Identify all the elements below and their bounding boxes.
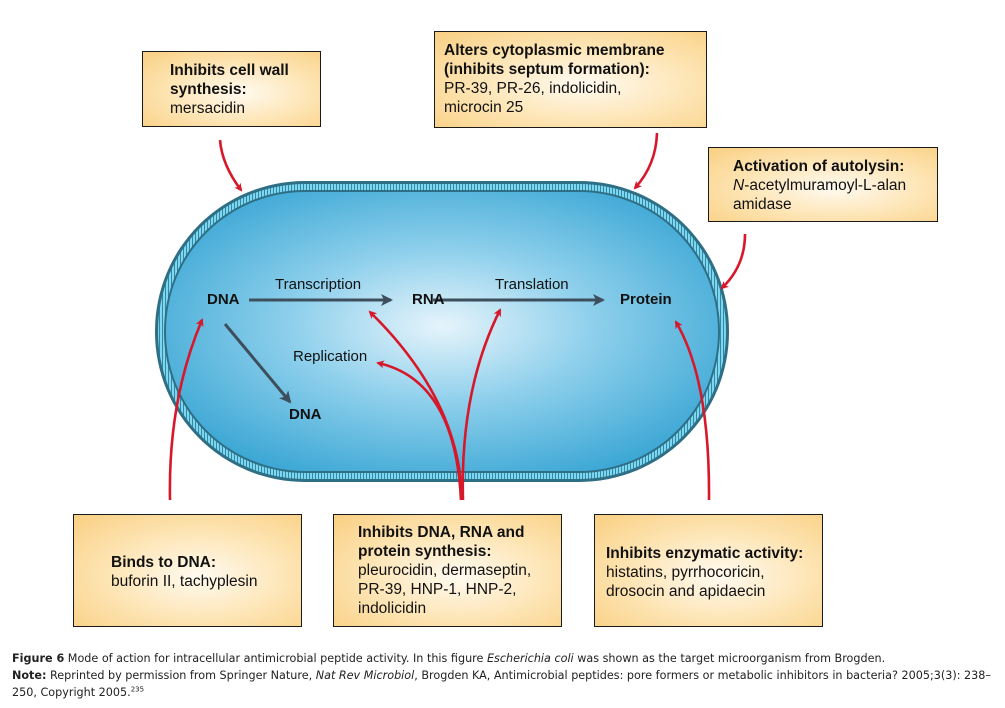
box-autolysin: Activation of autolysin: N-acetylmuramoy… bbox=[708, 147, 938, 222]
figure-label: Figure 6 bbox=[12, 652, 65, 665]
box-cell-wall-title-2: synthesis: bbox=[170, 81, 247, 98]
label-transcription: Transcription bbox=[275, 276, 362, 293]
box-synthesis-title-2: protein synthesis: bbox=[358, 543, 492, 560]
caption-line: Figure 6 Mode of action for intracellula… bbox=[12, 650, 997, 667]
caption-text-2: was shown as the target microorganism fr… bbox=[573, 652, 886, 665]
box-synthesis-title-1: Inhibits DNA, RNA and bbox=[358, 524, 525, 541]
box-cytoplasmic-membrane: Alters cytoplasmic membrane (inhibits se… bbox=[434, 31, 707, 128]
label-rna: RNA bbox=[412, 291, 445, 308]
arrow-autolysin bbox=[720, 233, 747, 290]
note-reference: 235 bbox=[130, 685, 145, 694]
box-autolysin-desc-1-rest: -acetylmuramoyl-L-alan bbox=[744, 177, 907, 194]
box-enzymatic-activity: Inhibits enzymatic activity: histatins, … bbox=[594, 514, 823, 627]
box-binds-dna: Binds to DNA: buforin II, tachyplesin bbox=[73, 514, 302, 627]
arrow-to-translation bbox=[461, 308, 502, 501]
box-enzymatic-title: Inhibits enzymatic activity: bbox=[606, 545, 804, 562]
box-membrane-desc-2: microcin 25 bbox=[444, 99, 524, 116]
caption-text-1: Mode of action for intracellular antimic… bbox=[64, 652, 487, 665]
box-membrane-title-1: Alters cytoplasmic membrane bbox=[444, 42, 665, 59]
box-cell-wall-title-1: Inhibits cell wall bbox=[170, 62, 289, 79]
note-text-2: , Brogden KA, Antimicrobial peptides: po… bbox=[12, 669, 991, 699]
label-protein: Protein bbox=[620, 291, 672, 308]
note-journal: Nat Rev Microbiol bbox=[315, 669, 415, 682]
box-autolysin-desc-2: amidase bbox=[733, 196, 792, 213]
caption-organism: Escherichia coli bbox=[486, 652, 574, 665]
note-line: Note: Reprinted by permission from Sprin… bbox=[12, 667, 997, 701]
box-synthesis-desc-3: indolicidin bbox=[358, 600, 427, 617]
box-membrane-desc-1: PR-39, PR-26, indolicidin, bbox=[444, 80, 622, 97]
box-cell-wall-desc: mersacidin bbox=[170, 100, 245, 117]
cytoplasm bbox=[166, 192, 718, 471]
arrow-to-replication bbox=[376, 360, 463, 501]
label-dna-replicated: DNA bbox=[289, 406, 322, 423]
box-enzymatic-desc-1: histatins, pyrrhocoricin, bbox=[606, 564, 765, 581]
italic-n: N bbox=[733, 177, 745, 194]
note-text-1: Reprinted by permission from Springer Na… bbox=[46, 669, 316, 682]
replication-arrow bbox=[223, 323, 292, 404]
box-autolysin-desc-1: N-acetylmuramoyl-L-alan bbox=[733, 176, 906, 195]
label-translation: Translation bbox=[495, 276, 569, 293]
arrow-membrane bbox=[633, 132, 659, 190]
arrow-cell-wall bbox=[218, 139, 243, 192]
arrow-enzymatic bbox=[674, 320, 711, 501]
label-replication: Replication bbox=[293, 348, 368, 365]
box-synthesis-desc-1: pleurocidin, dermaseptin, bbox=[358, 562, 532, 579]
box-cell-wall-synthesis: Inhibits cell wall synthesis: mersacidin bbox=[142, 51, 321, 127]
note-label: Note: bbox=[12, 669, 47, 682]
box-dna-rna-protein-synthesis: Inhibits DNA, RNA and protein synthesis:… bbox=[333, 514, 562, 627]
box-synthesis-desc-2: PR-39, HNP-1, HNP-2, bbox=[358, 581, 517, 598]
box-autolysin-title: Activation of autolysin: bbox=[733, 158, 905, 175]
arrow-binds-dna bbox=[168, 318, 204, 501]
box-enzymatic-desc-2: drosocin and apidaecin bbox=[606, 583, 766, 600]
box-binds-dna-desc: buforin II, tachyplesin bbox=[111, 573, 258, 590]
box-binds-dna-title: Binds to DNA: bbox=[111, 554, 217, 571]
box-membrane-title-2: (inhibits septum formation): bbox=[444, 61, 650, 78]
label-dna: DNA bbox=[207, 291, 240, 308]
diagram-graphics bbox=[155, 132, 747, 501]
mode-of-action-diagram: DNA Transcription RNA Translation Protei… bbox=[73, 31, 938, 627]
figure-caption: Figure 6 Mode of action for intracellula… bbox=[12, 650, 997, 701]
